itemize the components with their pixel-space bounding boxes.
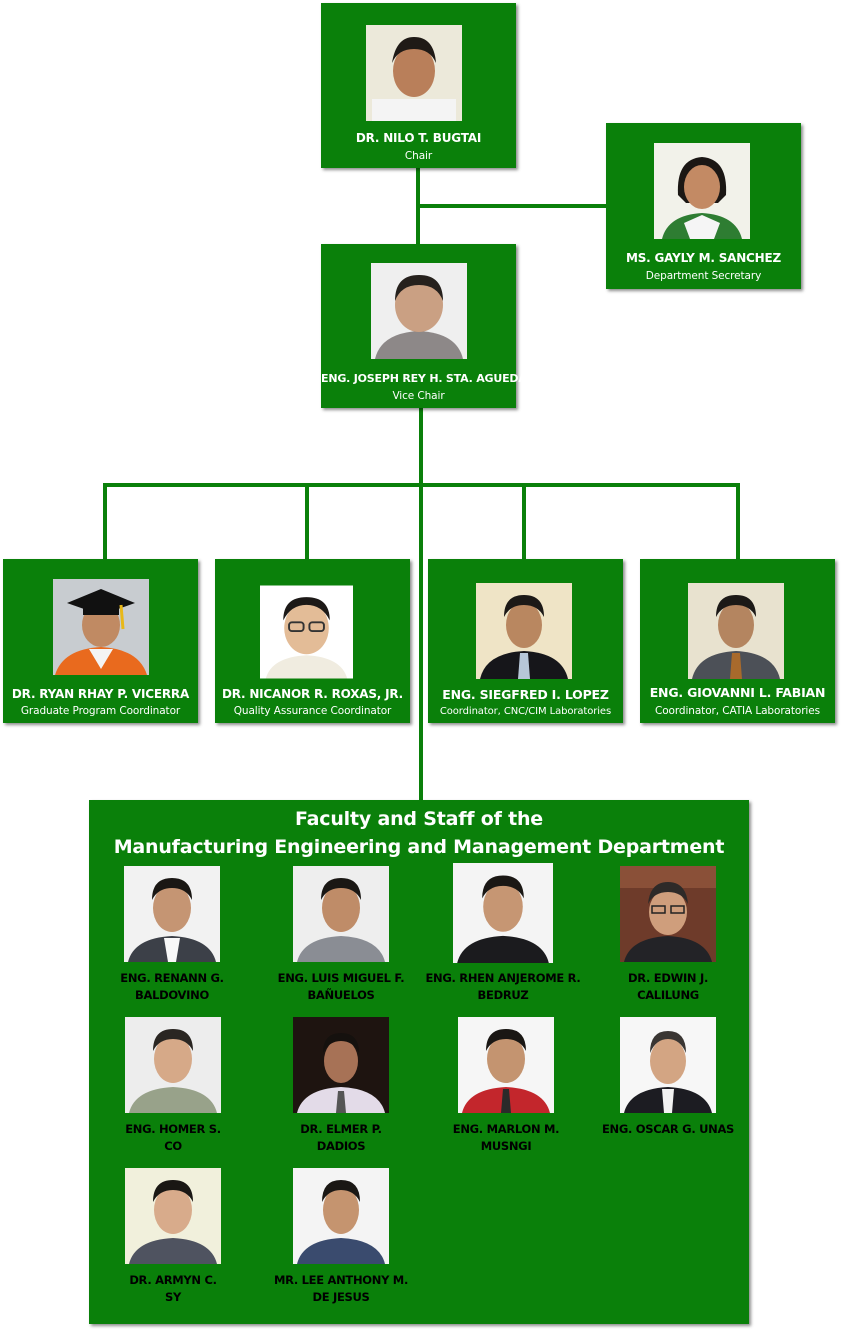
connector-coord-1 (103, 483, 107, 561)
faculty-photo-4 (620, 866, 716, 962)
connector-vice-down (419, 408, 423, 802)
faculty-box: Faculty and Staff of the Manufacturing E… (89, 800, 749, 1324)
coordinator-role-4: Coordinator, CATIA Laboratories (655, 705, 820, 717)
faculty-name-4-line2: CALILUNG (637, 988, 699, 1002)
faculty-name-9-line1: DR. ARMYN C. (129, 1273, 217, 1287)
coordinator-photo-3 (476, 583, 572, 679)
faculty-photo-6 (293, 1017, 389, 1113)
chair-role: Chair (404, 150, 433, 162)
faculty-name-1-line2: BALDOVINO (135, 988, 209, 1002)
coordinator-role-2: Quality Assurance Coordinator (233, 705, 392, 717)
vice-chair-box: ENG. JOSEPH REY H. STA. AGUEDA Vice Chai… (321, 244, 527, 408)
faculty-name-10-line2: DE JESUS (312, 1290, 370, 1304)
faculty-photo-7 (458, 1017, 554, 1113)
chair-name: DR. NILO T. BUGTAI (355, 131, 482, 145)
connector-coordinator-bar (103, 483, 740, 487)
chair-box: DR. NILO T. BUGTAI Chair (321, 3, 516, 168)
secretary-role: Department Secretary (645, 270, 762, 282)
coordinator-role-3: Coordinator, CNC/CIM Laboratories (439, 706, 612, 717)
coordinator-photo-4 (688, 583, 784, 679)
faculty-name-3-line2: BEDRUZ (477, 988, 529, 1002)
faculty-name-10-line1: MR. LEE ANTHONY M. (273, 1273, 409, 1287)
faculty-title-line1: Faculty and Staff of the (295, 808, 543, 830)
vice-chair-photo (371, 263, 467, 359)
faculty-name-5-line1: ENG. HOMER S. (125, 1122, 221, 1136)
coordinator-box-2: DR. NICANOR R. ROXAS, JR. Quality Assura… (215, 559, 410, 723)
connector-coord-3 (522, 483, 526, 561)
coordinator-box-3: ENG. SIEGFRED I. LOPEZ Coordinator, CNC/… (428, 559, 623, 723)
faculty-photo-2 (293, 866, 389, 962)
faculty-name-1-line1: ENG. RENANN G. (120, 971, 224, 985)
faculty-name-9-line2: SY (164, 1290, 181, 1304)
coordinator-name-1: DR. RYAN RHAY P. VICERRA (11, 687, 190, 701)
faculty-photo-9 (125, 1168, 221, 1264)
faculty-photo-10 (293, 1168, 389, 1264)
coordinator-role-1: Graduate Program Coordinator (20, 705, 181, 717)
coordinator-name-4: ENG. GIOVANNI L. FABIAN (649, 685, 826, 700)
coordinator-photo-1 (53, 579, 149, 675)
coordinator-name-3: ENG. SIEGFRED I. LOPEZ (442, 687, 609, 702)
faculty-photo-3 (453, 863, 553, 963)
coordinator-box-1: DR. RYAN RHAY P. VICERRA Graduate Progra… (3, 559, 198, 723)
coordinator-box-4: ENG. GIOVANNI L. FABIAN Coordinator, CAT… (640, 559, 835, 723)
coordinator-name-2: DR. NICANOR R. ROXAS, JR. (221, 687, 404, 701)
faculty-name-2-line2: BAÑUELOS (307, 988, 375, 1002)
secretary-name: MS. GAYLY M. SANCHEZ (625, 251, 782, 265)
faculty-name-6-line2: DADIOS (316, 1139, 366, 1153)
faculty-name-3-line1: ENG. RHEN ANJEROME R. (425, 971, 581, 985)
coordinator-photo-2 (260, 584, 353, 680)
faculty-photo-1 (124, 866, 220, 962)
faculty-name-2-line1: ENG. LUIS MIGUEL F. (277, 971, 405, 985)
secretary-box: MS. GAYLY M. SANCHEZ Department Secretar… (606, 123, 801, 289)
faculty-photo-8 (620, 1017, 716, 1113)
secretary-photo (654, 143, 750, 239)
connector-secretary (418, 204, 608, 208)
faculty-name-4-line1: DR. EDWIN J. (627, 971, 709, 985)
faculty-name-6-line1: DR. ELMER P. (300, 1122, 382, 1136)
chair-photo (366, 25, 462, 121)
faculty-photo-5 (125, 1017, 221, 1113)
faculty-name-7-line2: MUSNGI (480, 1139, 532, 1153)
faculty-name-5-line2: CO (164, 1139, 182, 1153)
faculty-title-line2: Manufacturing Engineering and Management… (113, 836, 725, 858)
faculty-name-7-line1: ENG. MARLON M. (452, 1122, 560, 1136)
vice-chair-role: Vice Chair (392, 390, 445, 402)
faculty-name-8-line1: ENG. OSCAR G. UNAS (601, 1122, 735, 1136)
vice-chair-name: ENG. JOSEPH REY H. STA. AGUEDA (321, 372, 527, 385)
connector-coord-2 (305, 483, 309, 561)
connector-coord-4 (736, 483, 740, 561)
